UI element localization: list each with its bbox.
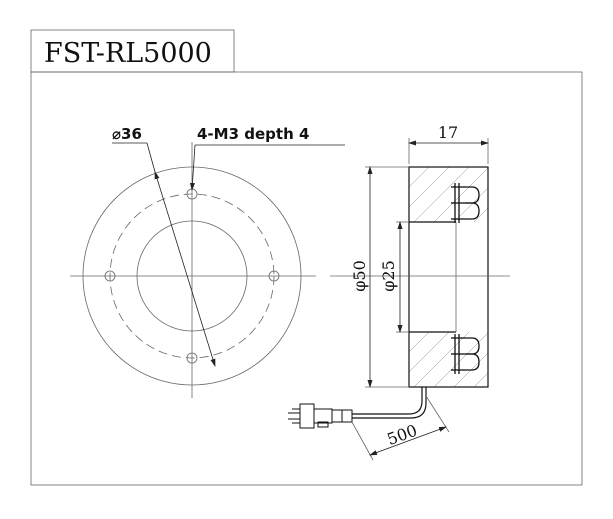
cable-length-dimension-line bbox=[369, 426, 447, 456]
cable-extension-left bbox=[351, 421, 374, 461]
connector-icon bbox=[288, 403, 353, 429]
led-module-top-icon bbox=[451, 183, 480, 223]
bolt-circle-leader bbox=[146, 142, 156, 173]
hole-callout-leader bbox=[189, 144, 196, 191]
bolt-circle-label: ⌀36 bbox=[112, 125, 142, 143]
cable-extension-right bbox=[425, 395, 450, 433]
cable-line-outer bbox=[352, 387, 427, 419]
led-module-bottom-icon bbox=[451, 334, 480, 374]
mounting-hole-right bbox=[268, 270, 280, 282]
bolt-circle-dimension-line bbox=[154, 171, 216, 367]
mounting-hole-left bbox=[104, 270, 116, 282]
front-view: ⌀36 4-M3 depth 4 bbox=[70, 125, 345, 398]
hole-callout-label: 4-M3 depth 4 bbox=[197, 125, 309, 143]
outer-circle bbox=[82, 166, 302, 386]
title-box bbox=[30, 29, 235, 73]
thickness-label: 17 bbox=[438, 123, 458, 142]
ring-body-outline bbox=[408, 166, 489, 388]
model-title: FST-RL5000 bbox=[44, 38, 212, 69]
outer-diameter-label: φ50 bbox=[350, 260, 369, 292]
inner-diameter-label: φ25 bbox=[379, 260, 398, 292]
drawing-frame bbox=[30, 71, 583, 486]
side-view: 17 φ50 φ25 500 bbox=[288, 123, 510, 461]
cable-line bbox=[352, 387, 423, 415]
cable-length-label: 500 bbox=[385, 421, 420, 449]
